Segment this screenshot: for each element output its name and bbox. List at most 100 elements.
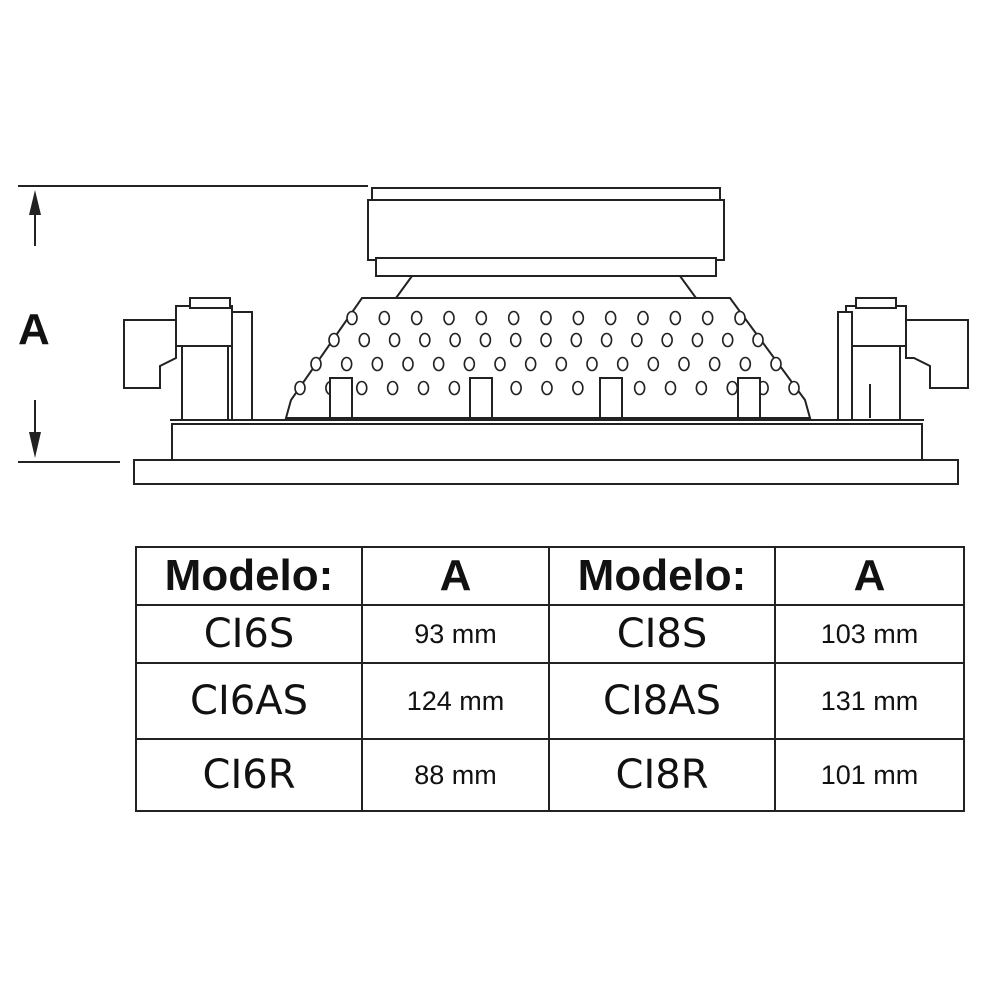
vent-hole [388,332,401,348]
vent-hole [721,332,734,348]
basket-frame [284,297,812,419]
header-model-left: Modelo: [135,546,363,606]
vent-hole [378,310,391,326]
left-clamp-screw-head [189,297,231,309]
vent-hole [600,332,613,348]
model-cell: CI6AS [135,662,363,740]
size-cell: 124 mm [361,662,550,740]
vent-hole [604,310,617,326]
vent-hole [494,356,506,372]
dimension-label: A [18,305,50,354]
model-cell: CI6R [135,738,363,812]
vent-hole [734,310,746,326]
magnet [367,199,725,261]
vent-hole [637,310,649,326]
vent-hole [432,356,445,372]
table-row: CI6S 93 mm CI8S 103 mm [135,604,965,664]
left-clamp-post [181,345,229,421]
model-cell: CI8AS [548,662,776,740]
vent-hole [328,332,340,348]
vent-hole [410,310,423,326]
vent-hole [540,310,552,326]
vent-hole [479,332,492,348]
header-a-right: A [774,546,965,606]
size-cell: 101 mm [774,738,965,812]
vent-hole [540,332,552,348]
basket-tab [469,377,493,419]
vent-hole [555,356,568,372]
basket-tabs [329,377,761,419]
vent-hole [463,356,476,372]
table-header-row: Modelo: A Modelo: A [135,546,965,606]
size-cell: 103 mm [774,604,965,664]
vent-hole [695,380,708,396]
vent-hole [726,380,739,396]
vent-hole [541,380,553,396]
vent-hole [475,310,488,326]
vent-hole [647,356,660,372]
size-cell: 88 mm [361,738,550,812]
vent-hole [346,310,358,326]
basket-tab [599,377,623,419]
vent-hole [449,332,461,348]
vent-hole [417,380,430,396]
right-clamp-side [837,311,853,421]
header-a-left: A [361,546,550,606]
left-clamp-block [175,305,233,347]
size-cell: 93 mm [361,604,550,664]
vent-hole [524,356,537,372]
vent-hole [570,332,583,348]
front-bezel [133,459,959,485]
vent-hole [678,356,690,372]
vent-hole [358,332,371,348]
vent-hole [701,310,714,326]
vent-hole [691,332,704,348]
vent-hole [669,310,682,326]
vent-hole [708,356,721,372]
basket-tab [329,377,353,419]
vent-hole [788,380,800,396]
vent-hole [419,332,431,348]
vent-hole [770,356,782,372]
vent-hole [386,380,399,396]
left-clamp-arm [123,319,177,389]
right-clamp-block [845,305,907,347]
model-cell: CI8S [548,604,776,664]
vent-hole [664,380,677,396]
header-model-right: Modelo: [548,546,776,606]
vent-hole [310,356,322,372]
front-baffle [171,423,923,463]
left-clamp-side [231,311,253,421]
size-cell: 131 mm [774,662,965,740]
speaker-side-view-drawing [18,185,969,485]
magnet-neck [394,275,698,299]
vent-hole [631,332,643,348]
vent-hole [616,356,629,372]
vent-hole [294,380,306,396]
vent-hole [739,356,752,372]
vent-hole [443,310,455,326]
vent-hole [572,380,584,396]
basket-tab [737,377,761,419]
vent-hole [510,380,522,396]
right-clamp-post [851,345,901,421]
dimension-arrow-down-head [29,432,41,458]
dimension-arrow-up-head [29,190,41,215]
vent-hole [371,356,384,372]
vent-hole [448,380,461,396]
vent-hole [633,380,646,396]
model-cell: CI8R [548,738,776,812]
right-clamp-screw-head [855,297,897,309]
table-row: CI6R 88 mm CI8R 101 mm [135,738,965,812]
table-row: CI6AS 124 mm CI8AS 131 mm [135,662,965,740]
vent-hole [507,310,520,326]
vent-hole [752,332,764,348]
vent-hole [509,332,522,348]
magnet-bottom-rim [375,257,717,277]
model-cell: CI6S [135,604,363,664]
vent-hole [340,356,353,372]
vent-hole [661,332,673,348]
vent-hole [586,356,598,372]
speaker-body [123,187,969,485]
model-dimension-table: Modelo: A Modelo: A CI6S 93 mm CI8S 103 … [135,546,965,812]
